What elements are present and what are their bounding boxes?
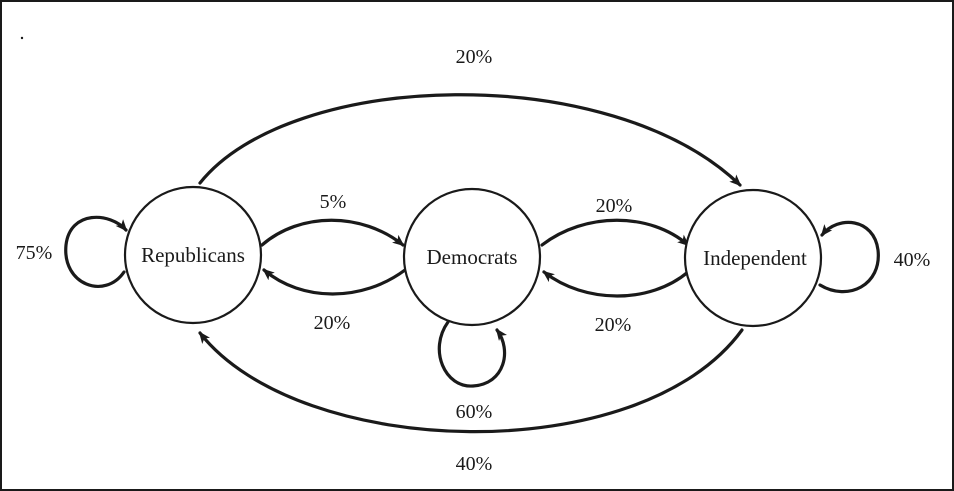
label-democrats-to-independent: 20% bbox=[596, 195, 633, 217]
edge-independent-to-democrats bbox=[542, 270, 690, 298]
label-democrats-self-loop: 60% bbox=[456, 401, 493, 423]
edge-republicans-to-democrats bbox=[260, 218, 405, 247]
edge-independent-self-loop bbox=[818, 220, 880, 294]
edge-democrats-to-republicans bbox=[262, 268, 407, 296]
edge-republicans-to-independent bbox=[198, 93, 742, 187]
label-republicans-self-loop: 75% bbox=[16, 242, 53, 264]
node-republicans: Republicans bbox=[123, 185, 263, 325]
node-democrats: Democrats bbox=[402, 187, 542, 327]
label-democrats-to-republicans: 20% bbox=[314, 312, 351, 334]
label-republicans-to-democrats: 5% bbox=[320, 191, 347, 213]
edge-democrats-to-independent bbox=[540, 218, 690, 247]
speck-dot bbox=[20, 36, 24, 40]
node-republicans-label: Republicans bbox=[141, 243, 245, 267]
label-independent-self-loop: 40% bbox=[894, 249, 931, 271]
edge-democrats-self-loop bbox=[437, 320, 507, 388]
label-republicans-to-independent: 20% bbox=[456, 46, 493, 68]
edge-independent-to-republicans bbox=[198, 328, 744, 434]
node-independent: Independent bbox=[683, 188, 823, 328]
label-independent-to-republicans: 40% bbox=[456, 453, 493, 475]
label-independent-to-democrats: 20% bbox=[595, 314, 632, 336]
node-democrats-label: Democrats bbox=[427, 245, 518, 269]
node-independent-label: Independent bbox=[703, 246, 807, 270]
edge-republicans-self-loop bbox=[64, 215, 128, 288]
